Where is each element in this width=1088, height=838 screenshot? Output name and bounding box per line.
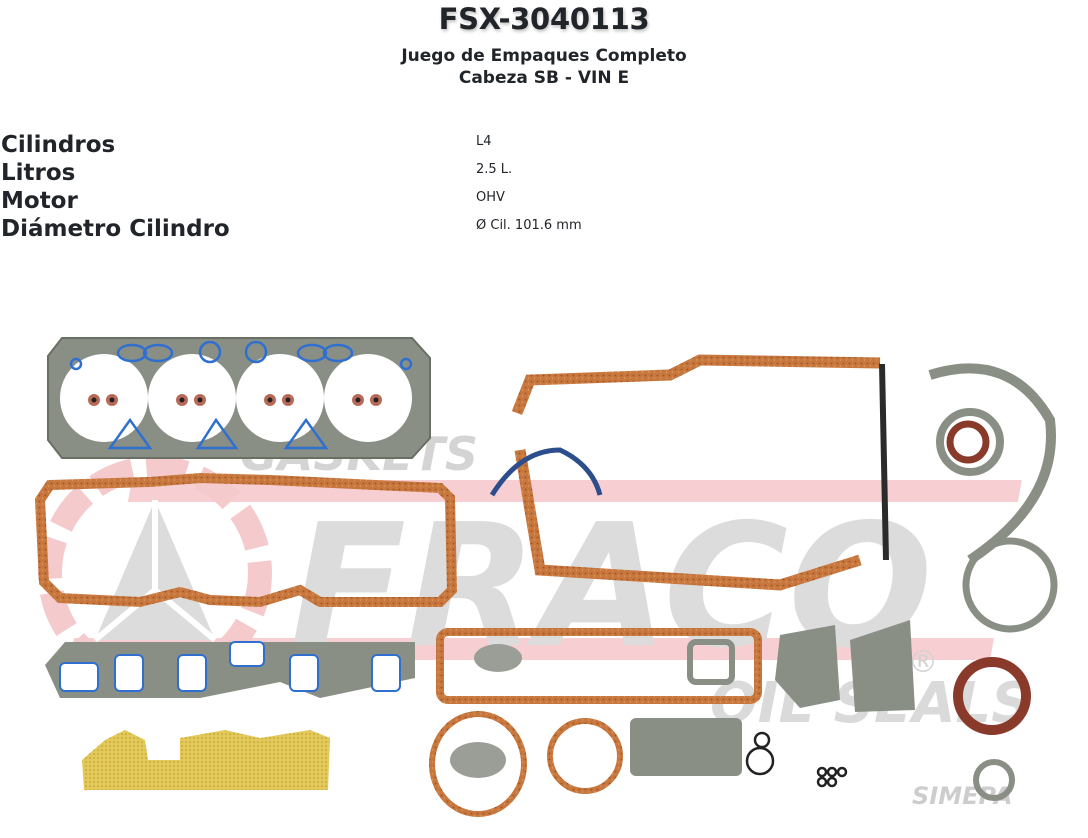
spec-table: Cilindros L4 Litros 2.5 L. Motor OHV Diá… <box>0 131 1088 243</box>
product-header: FSX-3040113 Juego de Empaques Completo C… <box>0 0 1088 89</box>
front-cover-gasket <box>850 620 915 712</box>
o-rings <box>745 731 848 788</box>
spec-label: Motor <box>1 188 78 214</box>
gasket-kit-image: FRACO GASKETS OIL SEALS ® SIMEPA <box>20 320 1088 838</box>
thermostat-gasket <box>474 644 522 672</box>
spec-row-motor: Motor OHV <box>0 187 1088 215</box>
cork-ring-gasket <box>429 711 527 817</box>
intake-manifold-gasket <box>45 641 415 698</box>
spec-value: Ø Cil. 101.6 mm <box>476 218 582 233</box>
side-cover-gasket <box>436 628 762 704</box>
rear-main-seal <box>489 447 603 497</box>
spec-row-litros: Litros 2.5 L. <box>0 159 1088 187</box>
fuel-pump-gasket <box>775 625 840 708</box>
cylinder-head-gasket <box>47 337 431 459</box>
spec-label: Litros <box>1 160 76 186</box>
spec-row-cilindros: Cilindros L4 <box>0 131 1088 159</box>
spec-value: 2.5 L. <box>476 162 513 177</box>
spec-value: L4 <box>476 134 492 149</box>
spec-value: OHV <box>476 190 505 205</box>
water-pump-housing-gasket <box>630 718 742 776</box>
cork-o-ring <box>547 718 623 794</box>
spec-label: Diámetro Cilindro <box>1 216 230 242</box>
product-description: Juego de Empaques Completo <box>401 46 687 66</box>
spec-row-diametro: Diámetro Cilindro Ø Cil. 101.6 mm <box>0 215 1088 243</box>
small-oil-seal <box>973 759 1015 801</box>
part-number-title: FSX-3040113 <box>438 2 650 36</box>
timing-cover-gasket <box>928 363 1058 633</box>
water-outlet-gasket <box>687 639 735 685</box>
spec-label: Cilindros <box>1 132 116 158</box>
product-application: Cabeza SB - VIN E <box>458 68 630 88</box>
front-crank-seal <box>953 657 1031 735</box>
egr-gasket <box>450 742 506 778</box>
valve-cover-gasket <box>34 472 458 608</box>
exhaust-manifold-gasket <box>82 730 330 790</box>
oil-pan-gasket <box>489 354 889 591</box>
